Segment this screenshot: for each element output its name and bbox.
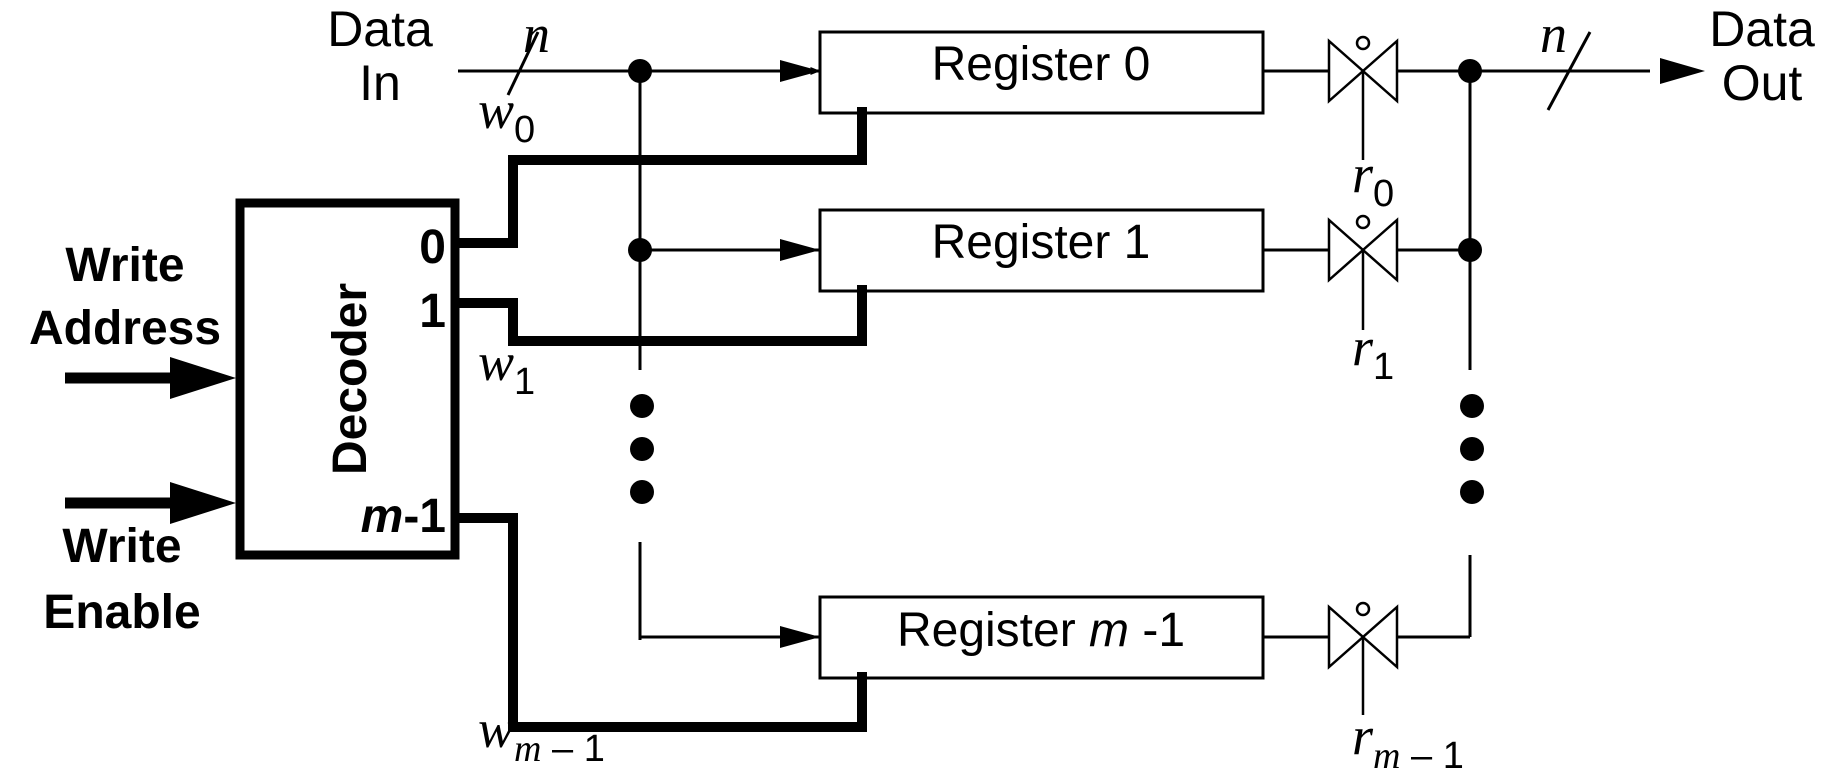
ellipsis-dot	[630, 480, 654, 504]
register-m-1-suffix: -1	[1129, 604, 1185, 657]
write-line-w1	[455, 285, 867, 346]
read-signal-r0-label: r0	[1352, 144, 1394, 215]
ellipsis-dot	[630, 437, 654, 461]
data-arrow-head	[780, 239, 820, 261]
data-in-label-line1: Data	[327, 1, 433, 57]
write-signal-wm-rest: – 1	[541, 728, 604, 770]
register-m-1-label: Register m -1	[897, 604, 1185, 657]
decoder-output-m-var: m	[361, 490, 404, 543]
data-in-bus-width-slash	[506, 31, 540, 96]
write-address-arrowhead	[170, 357, 236, 399]
decoder-output-m-1-label: m-1	[361, 490, 446, 543]
read-signal-r1-label: r1	[1352, 317, 1394, 388]
write-signal-wm-var: m	[514, 728, 541, 770]
read-signal-letter: r	[1352, 144, 1374, 204]
decoder-output-0-label: 0	[419, 221, 446, 274]
write-address-label: Write Address	[29, 239, 221, 355]
register-m-1-prefix: Register	[897, 604, 1089, 657]
data-in-label-line2: In	[359, 55, 401, 111]
data-out-label-line1: Data	[1709, 1, 1815, 57]
read-signal-r0-sub: 0	[1373, 173, 1394, 215]
data-out-label: Data Out	[1709, 1, 1815, 111]
data-in-bus-width-label: n	[523, 4, 550, 64]
register-m-1-var: m	[1089, 604, 1129, 657]
read-signal-letter: r	[1352, 317, 1374, 377]
decoder-box	[235, 198, 460, 560]
write-signal-w0-label: w0	[478, 80, 535, 151]
data-out-bus-width-slash	[1546, 31, 1592, 111]
data-out-label-line2: Out	[1722, 55, 1803, 111]
data-arrow-head	[780, 60, 820, 82]
data-out-arrowhead	[1660, 58, 1705, 84]
write-enable-label: Write Enable	[43, 520, 200, 639]
write-enable-label-line1: Write	[62, 520, 181, 573]
data-in-label: Data In	[327, 1, 433, 111]
read-gate-m-1	[1327, 601, 1399, 715]
data-out-bus-width-label: n	[1540, 4, 1567, 64]
read-signal-r1-sub: 1	[1373, 346, 1394, 388]
write-line-wm-1	[455, 513, 867, 732]
write-signal-letter: w	[478, 332, 514, 392]
read-signal-letter: r	[1352, 706, 1374, 766]
read-gate-0	[1327, 35, 1399, 160]
register-1-label: Register 1	[932, 216, 1151, 269]
write-line-w0	[455, 107, 867, 248]
read-signal-rm-1-label: rm – 1	[1352, 706, 1464, 771]
write-signal-wm-1-label: wm – 1	[478, 699, 605, 770]
ellipsis-dot	[1460, 394, 1484, 418]
read-signal-rm-var: m	[1373, 735, 1400, 771]
decoder-output-m-rest: -1	[403, 490, 446, 543]
write-enable-label-line2: Enable	[43, 586, 200, 639]
junction-dot	[1458, 238, 1482, 262]
write-signal-letter: w	[478, 80, 514, 140]
decoder-output-1-label: 1	[419, 285, 446, 338]
write-signal-w1-sub: 1	[514, 361, 535, 403]
ellipsis-dot	[1460, 437, 1484, 461]
read-signal-rm-rest: – 1	[1400, 735, 1463, 771]
decoder-label: Decoder	[324, 283, 377, 475]
write-signal-w0-sub: 0	[514, 109, 535, 151]
write-address-label-line1: Write	[65, 239, 184, 292]
register-m-1-box	[818, 595, 1265, 680]
write-signal-letter: w	[478, 699, 514, 759]
write-address-label-line2: Address	[29, 302, 221, 355]
read-gate-1	[1327, 214, 1399, 330]
write-signal-w1-label: w1	[478, 332, 535, 403]
data-arrow-head	[780, 626, 820, 648]
write-enable-arrowhead	[170, 482, 236, 524]
register-0-label: Register 0	[932, 38, 1151, 91]
ellipsis-dot	[630, 394, 654, 418]
ellipsis-dot	[1460, 480, 1484, 504]
